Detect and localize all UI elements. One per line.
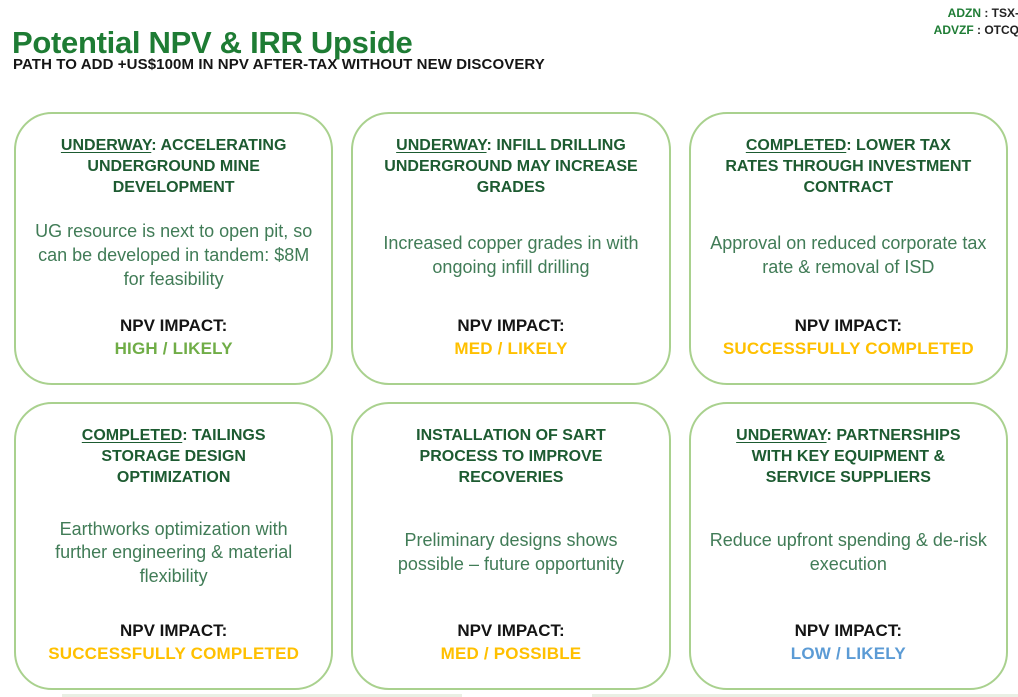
card-body-text: Reduce upfront spending & de-risk execut… (709, 530, 987, 575)
npv-impact-block: NPV IMPACT: LOW / LIKELY (707, 620, 990, 666)
npv-impact-value: HIGH / LIKELY (114, 339, 233, 359)
card-title-rest: : LOWER TAX RATES THROUGH INVESTMENT CON… (725, 137, 972, 197)
card-title-rest: : TAILINGS STORAGE DESIGN OPTIMIZATION (101, 427, 266, 487)
card-title-rest: : INFILL DRILLING UNDERGROUND MAY INCREA… (384, 137, 638, 197)
npv-impact-value: MED / LIKELY (454, 339, 568, 359)
card-accelerating-ug-mine: UNDERWAY: ACCELERATING UNDERGROUND MINE … (14, 112, 334, 385)
npv-impact-label: NPV IMPACT: (794, 621, 902, 641)
ticker-exchange: OTCQX (984, 23, 1018, 37)
npv-impact-value: LOW / LIKELY (790, 644, 906, 664)
card-supplier-partnerships: UNDERWAY: PARTNERSHIPS WITH KEY EQUIPMEN… (688, 402, 1008, 690)
card-title: COMPLETED: LOWER TAX RATES THROUGH INVES… (721, 135, 975, 198)
page-subtitle: PATH TO ADD +US$100M IN NPV AFTER-TAX WI… (13, 56, 545, 73)
card-body-text: UG resource is next to open pit, so can … (35, 221, 313, 289)
ticker-otcqx: ADVZF : OTCQX (934, 22, 1018, 39)
card-title: UNDERWAY: INFILL DRILLING UNDERGROUND MA… (384, 135, 638, 198)
card-title: UNDERWAY: PARTNERSHIPS WITH KEY EQUIPMEN… (721, 425, 975, 488)
npv-impact-block: NPV IMPACT: MED / POSSIBLE (369, 620, 652, 666)
npv-impact-block: NPV IMPACT: SUCCESSFULLY COMPLETED (32, 620, 315, 666)
npv-impact-label: NPV IMPACT: (119, 316, 228, 336)
npv-impact-label: NPV IMPACT: (457, 621, 565, 641)
npv-impact-label: NPV IMPACT: (457, 316, 565, 336)
card-body-text: Approval on reduced corporate tax rate &… (710, 232, 987, 277)
card-status-prefix: UNDERWAY (60, 137, 152, 154)
ticker-exchange: TSX-V (991, 6, 1018, 20)
card-status-prefix: COMPLETED (81, 427, 183, 444)
npv-impact-value: SUCCESSFULLY COMPLETED (48, 644, 300, 664)
footer-bar-left (62, 694, 462, 697)
card-sart-process: INSTALLATION OF SART PROCESS TO IMPROVE … (351, 402, 671, 690)
npv-impact-block: NPV IMPACT: MED / LIKELY (369, 315, 652, 361)
npv-impact-block: NPV IMPACT: SUCCESSFULLY COMPLETED (707, 315, 990, 361)
card-status-prefix: UNDERWAY (396, 137, 487, 154)
ticker-separator: : (980, 6, 992, 20)
card-body-text: Increased copper grades in with ongoing … (383, 232, 639, 277)
ticker-symbol: ADZN (947, 6, 981, 20)
card-lower-tax-rates: COMPLETED: LOWER TAX RATES THROUGH INVES… (688, 112, 1008, 385)
card-title: UNDERWAY: ACCELERATING UNDERGROUND MINE … (47, 135, 301, 198)
card-body-text: Earthworks optimization with further eng… (55, 518, 293, 587)
card-body-text: Preliminary designs shows possible – fut… (397, 530, 625, 575)
npv-impact-block: NPV IMPACT: HIGH / LIKELY (32, 315, 315, 361)
npv-impact-label: NPV IMPACT: (794, 316, 902, 336)
card-title: INSTALLATION OF SART PROCESS TO IMPROVE … (384, 425, 638, 488)
page-title: Potential NPV & IRR Upside (12, 24, 413, 60)
card-status-prefix: COMPLETED (745, 137, 847, 154)
card-infill-drilling: UNDERWAY: INFILL DRILLING UNDERGROUND MA… (351, 112, 671, 385)
footer-bar-right (592, 694, 1018, 697)
card-title-rest: : ACCELERATING UNDERGROUND MINE DEVELOPM… (87, 137, 287, 197)
card-grid: UNDERWAY: ACCELERATING UNDERGROUND MINE … (14, 112, 1008, 690)
card-title-rest: INSTALLATION OF SART PROCESS TO IMPROVE … (416, 427, 606, 487)
ticker-separator: : (973, 23, 985, 37)
ticker-block: ADZN : TSX-V ADVZF : OTCQX (934, 5, 1018, 39)
ticker-symbol: ADVZF (933, 23, 974, 37)
npv-impact-label: NPV IMPACT: (119, 621, 228, 641)
ticker-tsxv: ADZN : TSX-V (934, 5, 1018, 22)
npv-impact-value: MED / POSSIBLE (440, 644, 582, 664)
card-tailings-storage: COMPLETED: TAILINGS STORAGE DESIGN OPTIM… (14, 402, 334, 690)
npv-impact-value: SUCCESSFULLY COMPLETED (722, 339, 974, 359)
card-status-prefix: UNDERWAY (736, 427, 827, 444)
card-title-rest: : PARTNERSHIPS WITH KEY EQUIPMENT & SERV… (751, 427, 961, 487)
card-title: COMPLETED: TAILINGS STORAGE DESIGN OPTIM… (47, 425, 301, 488)
